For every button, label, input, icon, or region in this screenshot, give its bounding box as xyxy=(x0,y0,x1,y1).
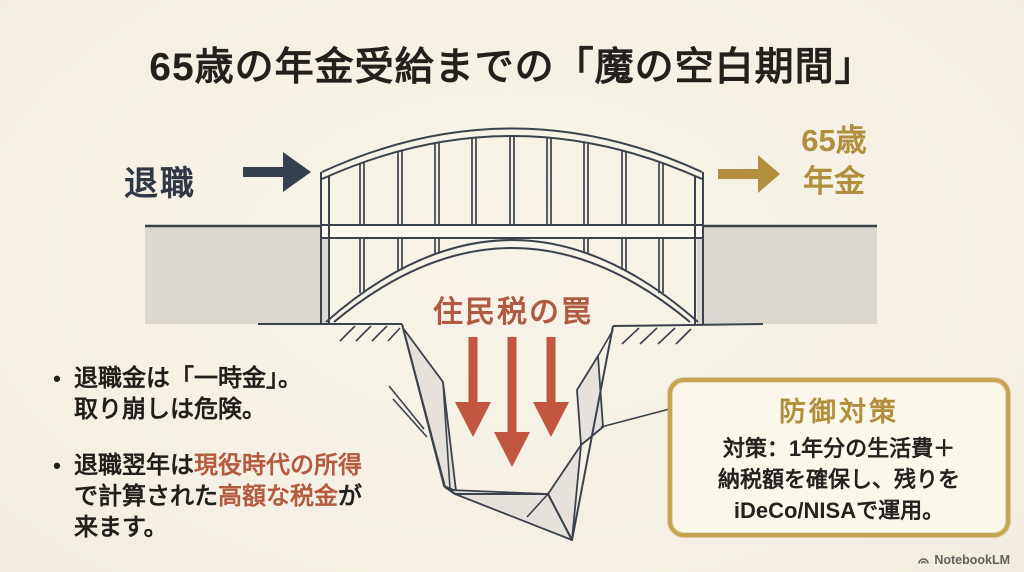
pension-label-line1: 65歳 xyxy=(801,123,867,158)
tax-down-arrows-icon xyxy=(455,337,569,467)
watermark-brand: NotebookLM xyxy=(934,553,1010,567)
railing-posts xyxy=(359,136,664,225)
bridge xyxy=(320,127,704,324)
pension-label: 65歳 年金 xyxy=(786,120,882,202)
ground-left xyxy=(145,224,330,324)
bullet2-highlight-tax: 高額な税金 xyxy=(218,483,338,510)
pension-label-line2: 年金 xyxy=(803,164,865,199)
bullet2-seg5: が来ます。 xyxy=(74,483,362,541)
bullet1-line1: 退職金は「一時金」。 xyxy=(74,365,302,392)
retirement-label: 退職 xyxy=(124,165,196,203)
watermark: NotebookLM xyxy=(917,553,1010,567)
defense-line1: 対策：1年分の生活費＋ xyxy=(722,436,956,461)
bullet2-seg3: で計算された xyxy=(74,483,218,510)
defense-line2: 納税額を確保し、残りを xyxy=(717,467,960,492)
tax-pit xyxy=(258,323,764,541)
defense-measures-box: 防御対策 対策：1年分の生活費＋ 納税額を確保し、残りを iDeCo/NISAで… xyxy=(668,378,1010,537)
under-deck-posts xyxy=(359,238,664,293)
pension-arrow-icon xyxy=(718,155,780,193)
bullet2-highlight-income: 現役時代の所得 xyxy=(194,452,362,479)
resident-tax-trap-label: 住民税の罠 xyxy=(433,296,593,329)
retirement-arrow-icon xyxy=(243,152,311,192)
bullet-item-1: • 退職金は「一時金」。 取り崩しは危険。 xyxy=(40,363,380,425)
bullet-marker: • xyxy=(53,366,61,391)
bullet-marker: • xyxy=(53,453,61,478)
ground-right xyxy=(697,224,877,324)
defense-box-title: 防御対策 xyxy=(779,397,899,427)
bullet-item-2: • 退職翌年は現役時代の所得で計算された高額な税金が来ます。 xyxy=(40,450,380,543)
ground-hatches xyxy=(339,325,692,345)
bullet2-seg1: 退職翌年は xyxy=(74,452,194,479)
defense-line3: iDeCo/NISAで運用。 xyxy=(733,498,945,523)
bullet1-line2: 取り崩しは危険。 xyxy=(74,396,266,423)
notebooklm-logo-icon xyxy=(918,557,930,564)
warning-notes: • 退職金は「一時金」。 取り崩しは危険。 • 退職翌年は現役時代の所得で計算さ… xyxy=(40,363,380,543)
page-title: 65歳の年金受給までの「魔の空白期間」 xyxy=(149,46,875,89)
